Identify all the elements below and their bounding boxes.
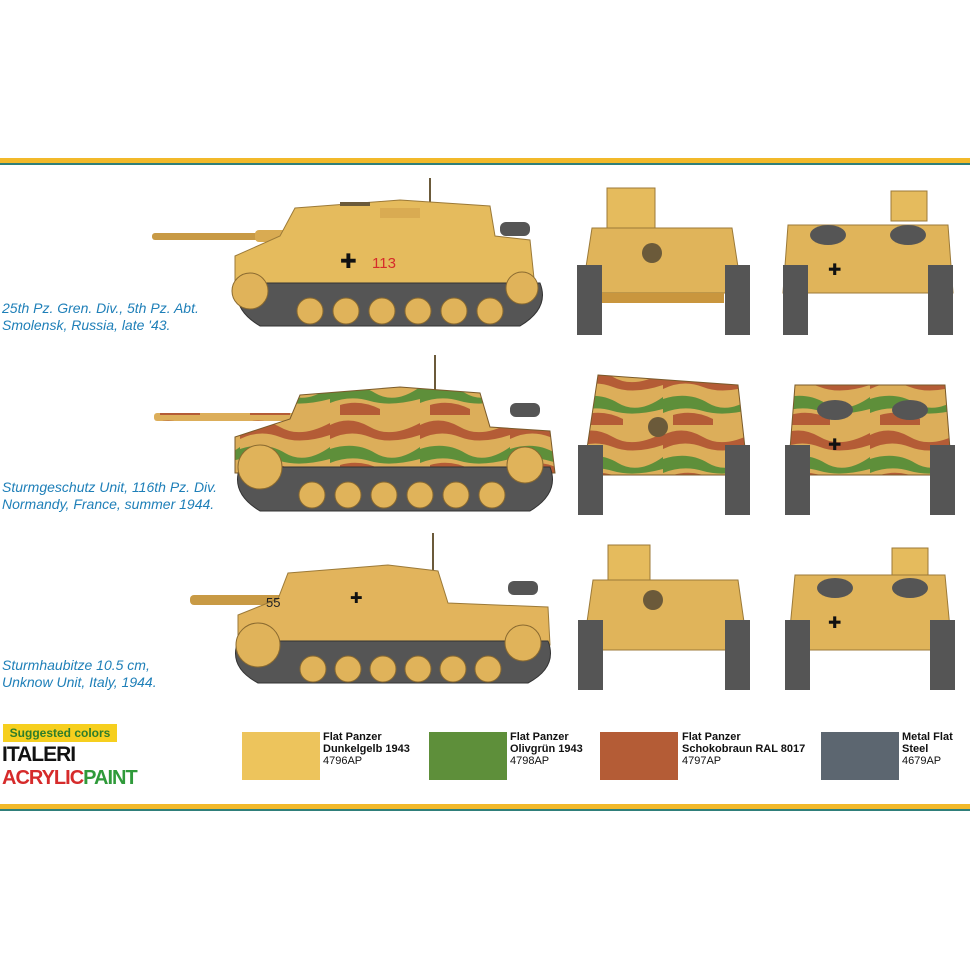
suggested-colors-badge: Suggested colors (3, 724, 117, 742)
hull-number: 113 (372, 255, 396, 272)
caption-vehicle-3: Sturmhaubitze 10.5 cm, Unknow Unit, Ital… (2, 657, 157, 691)
paint-code: 4796AP (323, 755, 363, 767)
vehicle-1-rear-view: ✚ (773, 183, 963, 335)
svg-text:✚: ✚ (828, 437, 841, 454)
top-color-band (0, 158, 970, 165)
paint-code: 4679AP (902, 755, 942, 767)
italeri-logo: ITALERI (2, 743, 76, 766)
paint-label-4: Metal Flat Steel 4679AP (902, 731, 953, 767)
paint-name: Schokobraun RAL 8017 (682, 743, 806, 755)
paint-name: Flat Panzer (682, 731, 741, 743)
swatch-metal-steel (821, 732, 899, 780)
paint-name: Olivgrün 1943 (510, 743, 583, 755)
acrylic-paint-logo: ACRYLICPAINT (2, 767, 138, 789)
paint-name: Flat Panzer (510, 731, 569, 743)
caption-line: Smolensk, Russia, late '43. (2, 317, 171, 333)
caption-line: Sturmhaubitze 10.5 cm, (2, 657, 150, 673)
paint-label-1: Flat Panzer Dunkelgelb 1943 4796AP (323, 731, 410, 767)
svg-text:✚: ✚ (340, 251, 357, 273)
svg-text:✚: ✚ (350, 590, 363, 607)
brand-paint: PAINT (83, 767, 138, 789)
paint-code: 4798AP (510, 755, 550, 767)
vehicle-1-side-view: ✚ 113 (150, 178, 550, 333)
vehicle-2-side-view (150, 355, 560, 515)
vehicle-2-rear-view: ✚ (780, 365, 960, 515)
paint-name: Flat Panzer (323, 731, 382, 743)
swatch-olivgrun (429, 732, 507, 780)
svg-text:✚: ✚ (828, 615, 841, 632)
paint-name: Steel (902, 743, 929, 755)
swatch-dunkelgelb (242, 732, 320, 780)
caption-line: Unknow Unit, Italy, 1944. (2, 674, 157, 690)
paint-label-3: Flat Panzer Schokobraun RAL 8017 4797AP (682, 731, 805, 767)
swatch-schokobraun (600, 732, 678, 780)
caption-line: Sturmgeschutz Unit, 116th Pz. Div. (2, 479, 218, 495)
vehicle-3-side-view: 55 ✚ (188, 533, 558, 693)
hull-number: 55 (266, 595, 280, 610)
brand-acrylic: ACRYLIC (2, 767, 84, 789)
paint-label-2: Flat Panzer Olivgrün 1943 4798AP (510, 731, 583, 767)
vehicle-2-front-view (573, 365, 758, 515)
bottom-color-band (0, 804, 970, 811)
paint-name: Dunkelgelb 1943 (323, 743, 410, 755)
caption-line: 25th Pz. Gren. Div., 5th Pz. Abt. (2, 300, 199, 316)
caption-vehicle-2: Sturmgeschutz Unit, 116th Pz. Div. Norma… (2, 479, 217, 513)
vehicle-3-rear-view: ✚ (780, 540, 960, 690)
paint-name: Metal Flat (902, 731, 953, 743)
vehicle-1-front-view (567, 183, 759, 335)
paint-code: 4797AP (682, 755, 722, 767)
caption-vehicle-1: 25th Pz. Gren. Div., 5th Pz. Abt. Smolen… (2, 300, 199, 334)
vehicle-3-front-view (573, 540, 758, 690)
caption-line: Normandy, France, summer 1944. (2, 496, 215, 512)
svg-text:✚: ✚ (828, 262, 841, 279)
